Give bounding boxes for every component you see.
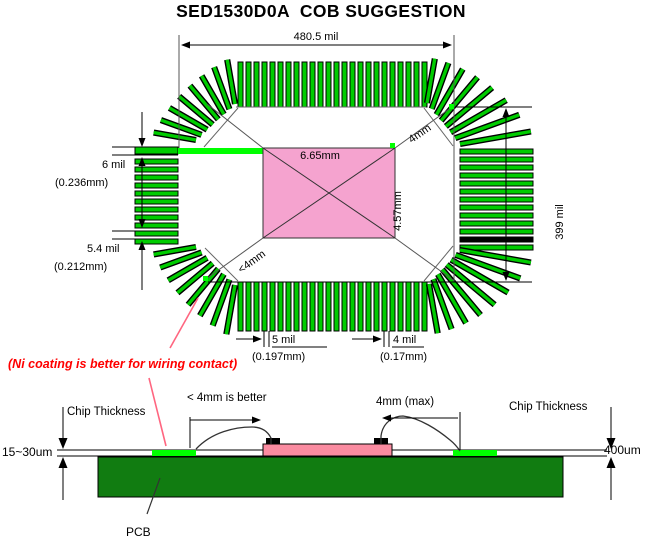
finger-width-dimensions [112, 112, 178, 290]
page-title: SED1530D0A COB SUGGESTION [176, 1, 466, 21]
wire-span-right-label: 4mm (max) [376, 396, 435, 408]
finger-gap-a-label: 5 mil [272, 334, 296, 346]
finger-width-b-label: 5.4 mil [87, 243, 120, 255]
board-thickness-label: 400um [604, 443, 641, 457]
finger-width-a-mm-label: (0.236mm) [55, 177, 109, 189]
finger-gap-b-label: 4 mil [393, 334, 417, 346]
chip-thickness-left-label: Chip Thickness [67, 406, 146, 418]
finger-width-b-mm-label: (0.212mm) [54, 261, 108, 273]
width-dimension-label: 480.5 mil [293, 31, 339, 43]
wire-span-left-label: < 4mm is better [187, 392, 267, 404]
bonding-finger-ring [134, 58, 534, 335]
height-dimension-label: 399 mil [553, 204, 566, 240]
finger-gap-dimensions [236, 331, 424, 348]
ni-coating-note: (Ni coating is better for wiring contact… [8, 357, 238, 371]
ring-boundary [178, 35, 455, 282]
layer-thickness-label: 15~30um [2, 445, 53, 459]
reference-dots [203, 104, 454, 281]
finger-gap-a-mm-label: (0.197mm) [252, 351, 306, 363]
chip-thickness-right-label: Chip Thickness [509, 401, 588, 413]
cross-section [57, 407, 616, 515]
highlighted-finger [134, 146, 263, 155]
note-leader-lines [148, 297, 199, 447]
finger-width-a-label: 6 mil [102, 159, 126, 171]
die-height-label: 4.57mm [391, 191, 404, 231]
die-width-label: 6.65mm [300, 150, 340, 162]
height-dimension [208, 106, 532, 283]
width-dimension [181, 41, 452, 49]
pcb-label: PCB [126, 525, 151, 539]
die-top-view [205, 103, 454, 281]
finger-gap-b-mm-label: (0.17mm) [380, 351, 428, 363]
